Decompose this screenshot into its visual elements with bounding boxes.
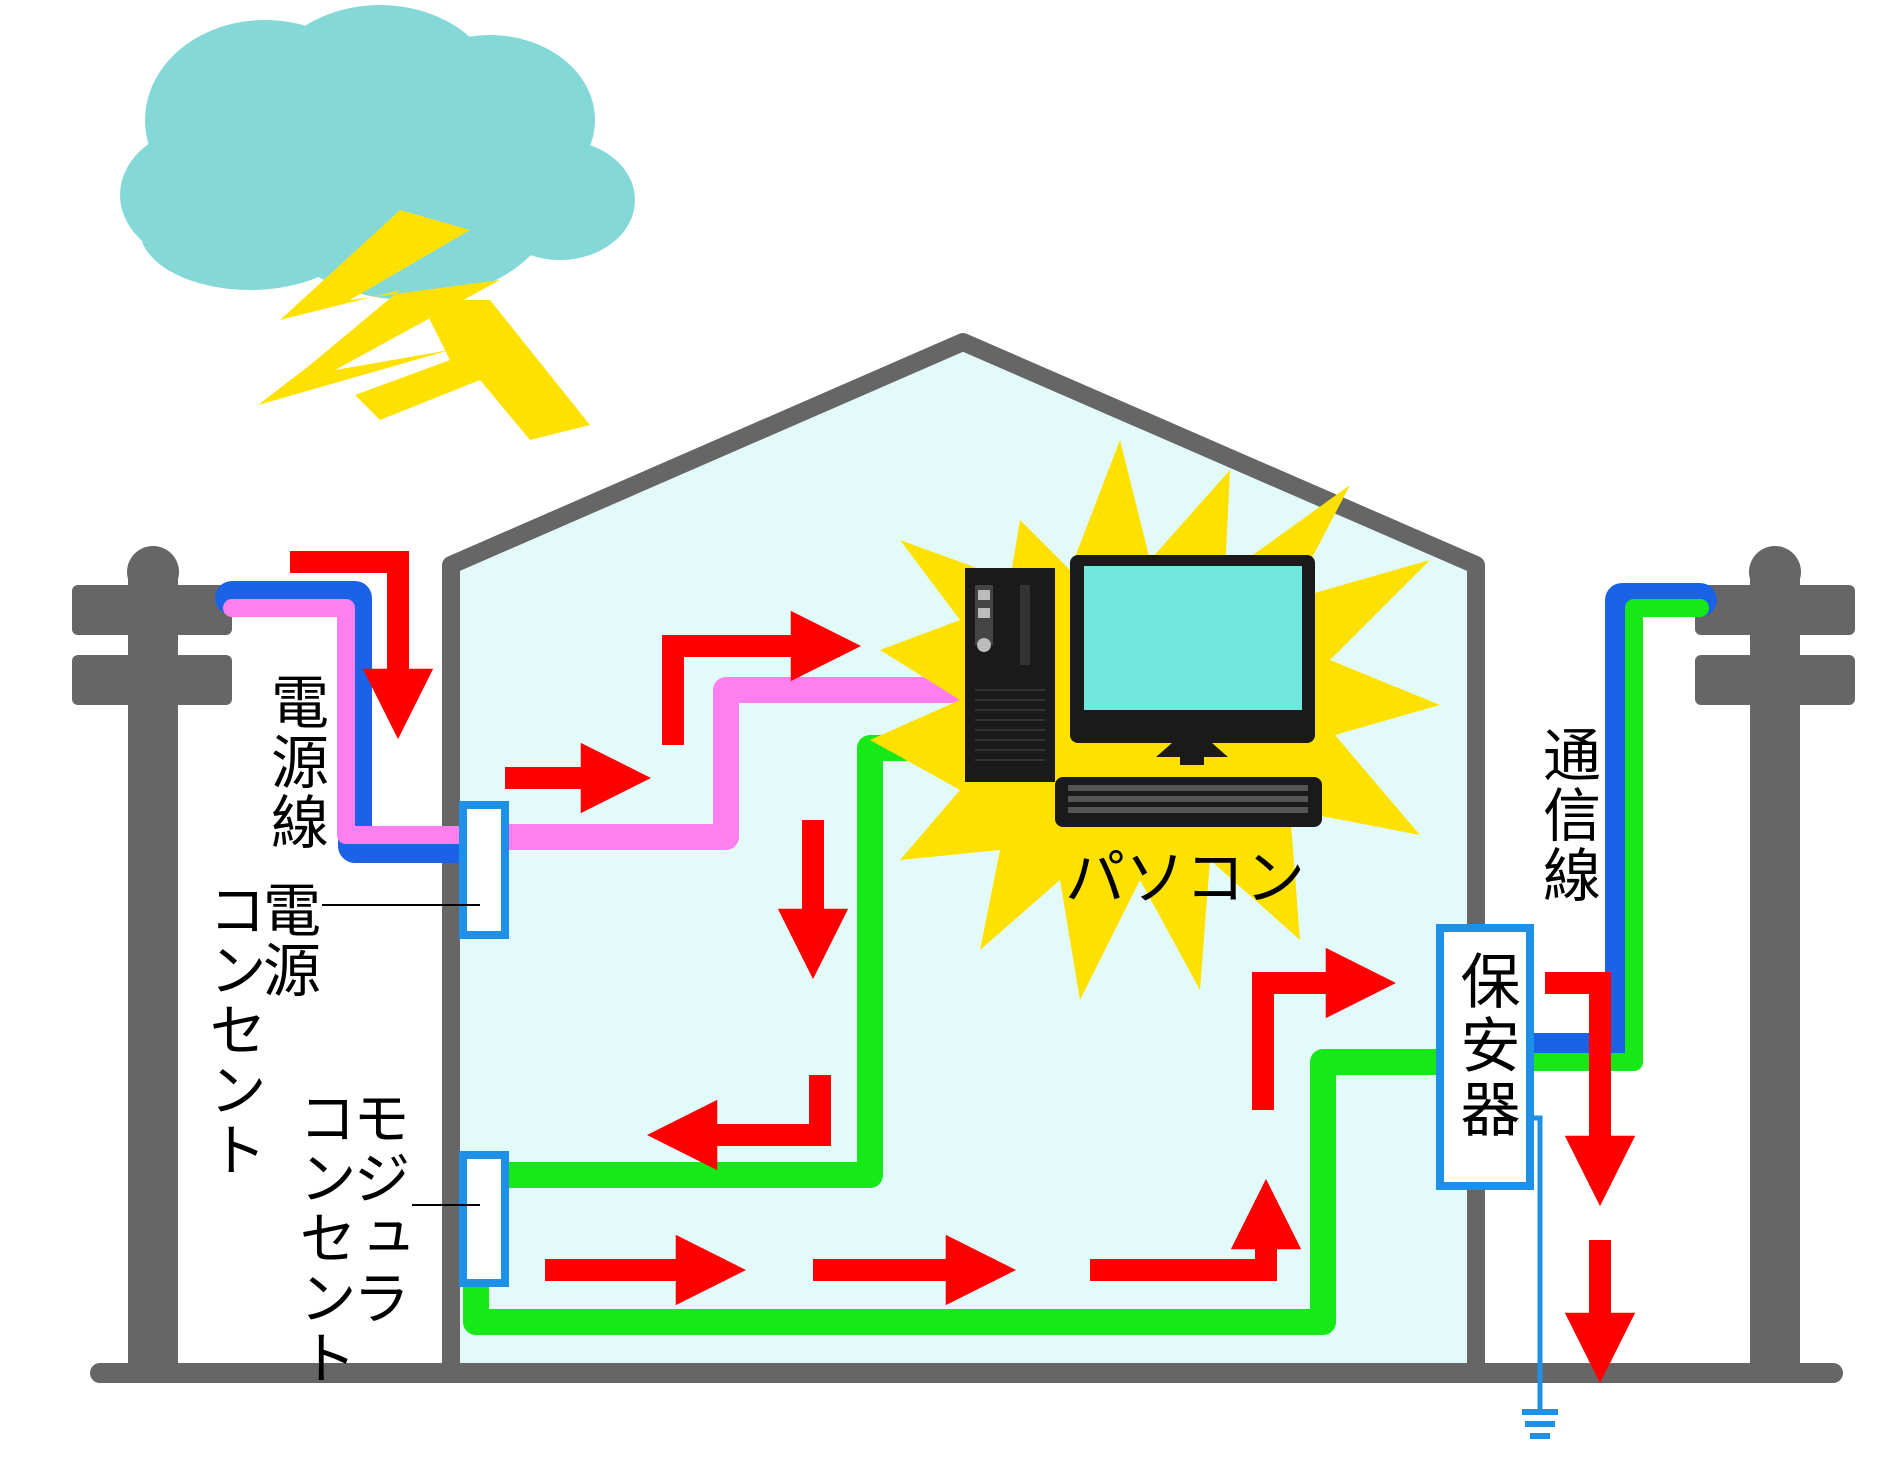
telecom-line-wire — [1503, 583, 1717, 1071]
surge-arrow — [1090, 1178, 1302, 1281]
left-utility-pole — [72, 546, 232, 1380]
power-line-wire — [215, 581, 489, 863]
power-outlet — [459, 801, 509, 939]
surge-arrow — [1252, 947, 1397, 1110]
protector-label: 保安器 — [1450, 950, 1520, 1142]
surge-arrow — [1545, 972, 1636, 1207]
surge-protector-box — [1436, 924, 1534, 1190]
modular-outlet — [459, 1151, 509, 1287]
power-line-label: 電源線 — [261, 672, 329, 852]
modular-outlet-label-1: モジュラ — [343, 1088, 411, 1328]
computer-icon — [965, 555, 1322, 827]
modular-outlet-label-2: コンセント — [289, 1088, 357, 1388]
telecom-line-label: 通信線 — [1533, 725, 1601, 905]
surge-arrow — [290, 551, 434, 740]
surge-arrow — [646, 1075, 831, 1171]
power-outlet-label-2: コンセント — [199, 880, 267, 1180]
right-utility-pole — [1695, 546, 1855, 1380]
indoor-telecom-wire-2 — [463, 1049, 1440, 1335]
lightning-icon — [258, 210, 590, 440]
surge-arrow — [662, 610, 862, 745]
surge-arrows — [290, 551, 1636, 1384]
cloud-icon — [120, 5, 635, 300]
pc-label: パソコン — [1065, 844, 1305, 914]
power-outlet-label-1: 電源 — [253, 880, 321, 1000]
indoor-power-wire — [505, 677, 965, 850]
